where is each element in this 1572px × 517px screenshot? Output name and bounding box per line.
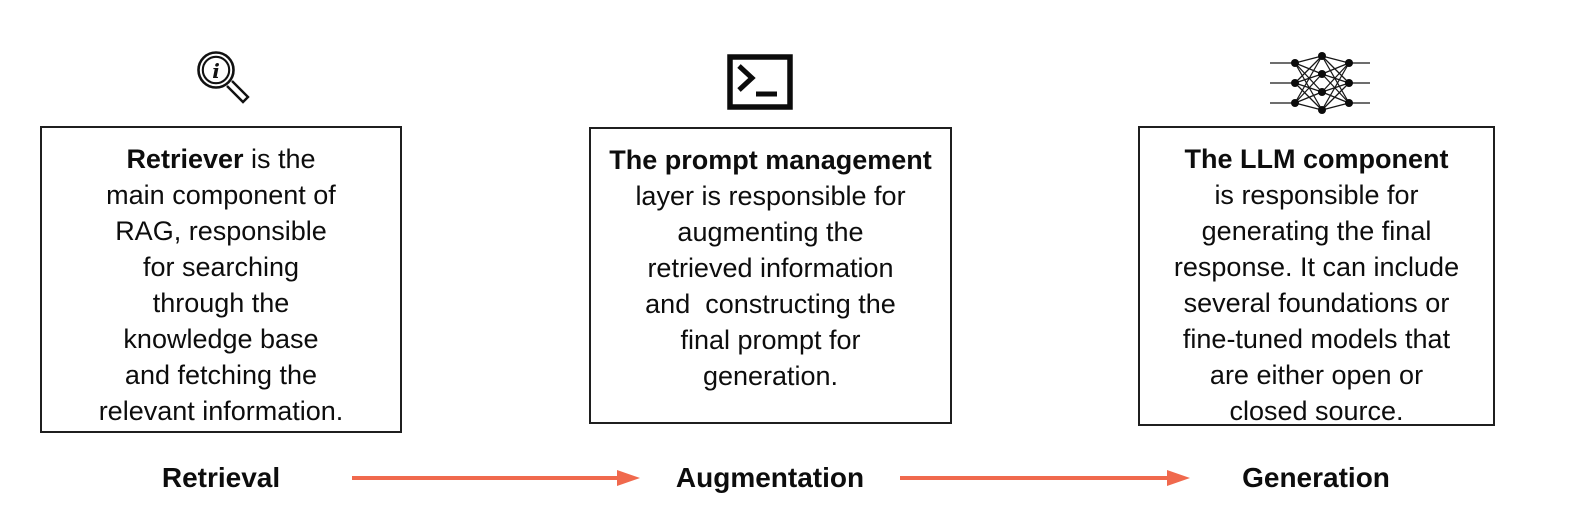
generation-body-line: fine-tuned models that bbox=[1182, 324, 1451, 354]
generation-body-line: are either open or bbox=[1209, 360, 1424, 390]
augmentation-label: Augmentation bbox=[675, 462, 865, 493]
augmentation-body-line: augmenting the bbox=[677, 217, 864, 247]
retrieval-body-line: for searching bbox=[142, 252, 300, 282]
retrieval-heading-rest: is the bbox=[243, 144, 316, 174]
generation-body-line: is responsible for bbox=[1214, 180, 1419, 210]
arrow-augmentation-to-generation bbox=[900, 476, 1167, 480]
augmentation-body-line: final prompt for bbox=[680, 325, 861, 355]
retrieval-body-line: relevant information. bbox=[98, 396, 344, 426]
generation-label: Generation bbox=[1242, 462, 1390, 493]
retrieval-body-line: RAG, responsible bbox=[115, 216, 327, 246]
augmentation-body-line: generation. bbox=[702, 361, 839, 391]
magnifier-info-icon: i bbox=[196, 50, 252, 108]
neural-network-icon bbox=[1270, 52, 1370, 114]
augmentation-body-line: and constructing the bbox=[645, 289, 896, 319]
svg-text:i: i bbox=[212, 59, 220, 83]
generation-body-line: closed source. bbox=[1229, 396, 1404, 426]
augmentation-body-line: retrieved information bbox=[647, 253, 894, 283]
retrieval-heading-bold: Retriever bbox=[126, 144, 244, 174]
generation-body-line: response. It can include bbox=[1173, 252, 1460, 282]
terminal-icon bbox=[727, 54, 793, 110]
retrieval-description-box: Retriever is the main component of RAG, … bbox=[40, 126, 402, 433]
generation-body-line: several foundations or bbox=[1183, 288, 1450, 318]
generation-description-box: The LLM component is responsible for gen… bbox=[1138, 126, 1495, 426]
generation-heading-bold: The LLM component bbox=[1184, 144, 1449, 174]
retrieval-heading: Retriever is the bbox=[42, 141, 400, 177]
generation-body-line: generating the final bbox=[1201, 216, 1432, 246]
retrieval-label: Retrieval bbox=[161, 462, 281, 493]
retrieval-body-line: through the bbox=[152, 288, 290, 318]
retrieval-body-line: and fetching the bbox=[124, 360, 318, 390]
augmentation-body-line: layer is responsible for bbox=[635, 181, 906, 211]
generation-heading: The LLM component bbox=[1140, 141, 1493, 177]
augmentation-heading-bold: The prompt management bbox=[609, 145, 932, 175]
retrieval-body-line: main component of bbox=[106, 180, 336, 210]
arrow-retrieval-to-augmentation bbox=[352, 476, 617, 480]
augmentation-description-box: The prompt management layer is responsib… bbox=[589, 127, 952, 424]
augmentation-heading: The prompt management bbox=[591, 142, 950, 178]
retrieval-body-line: knowledge base bbox=[123, 324, 319, 354]
